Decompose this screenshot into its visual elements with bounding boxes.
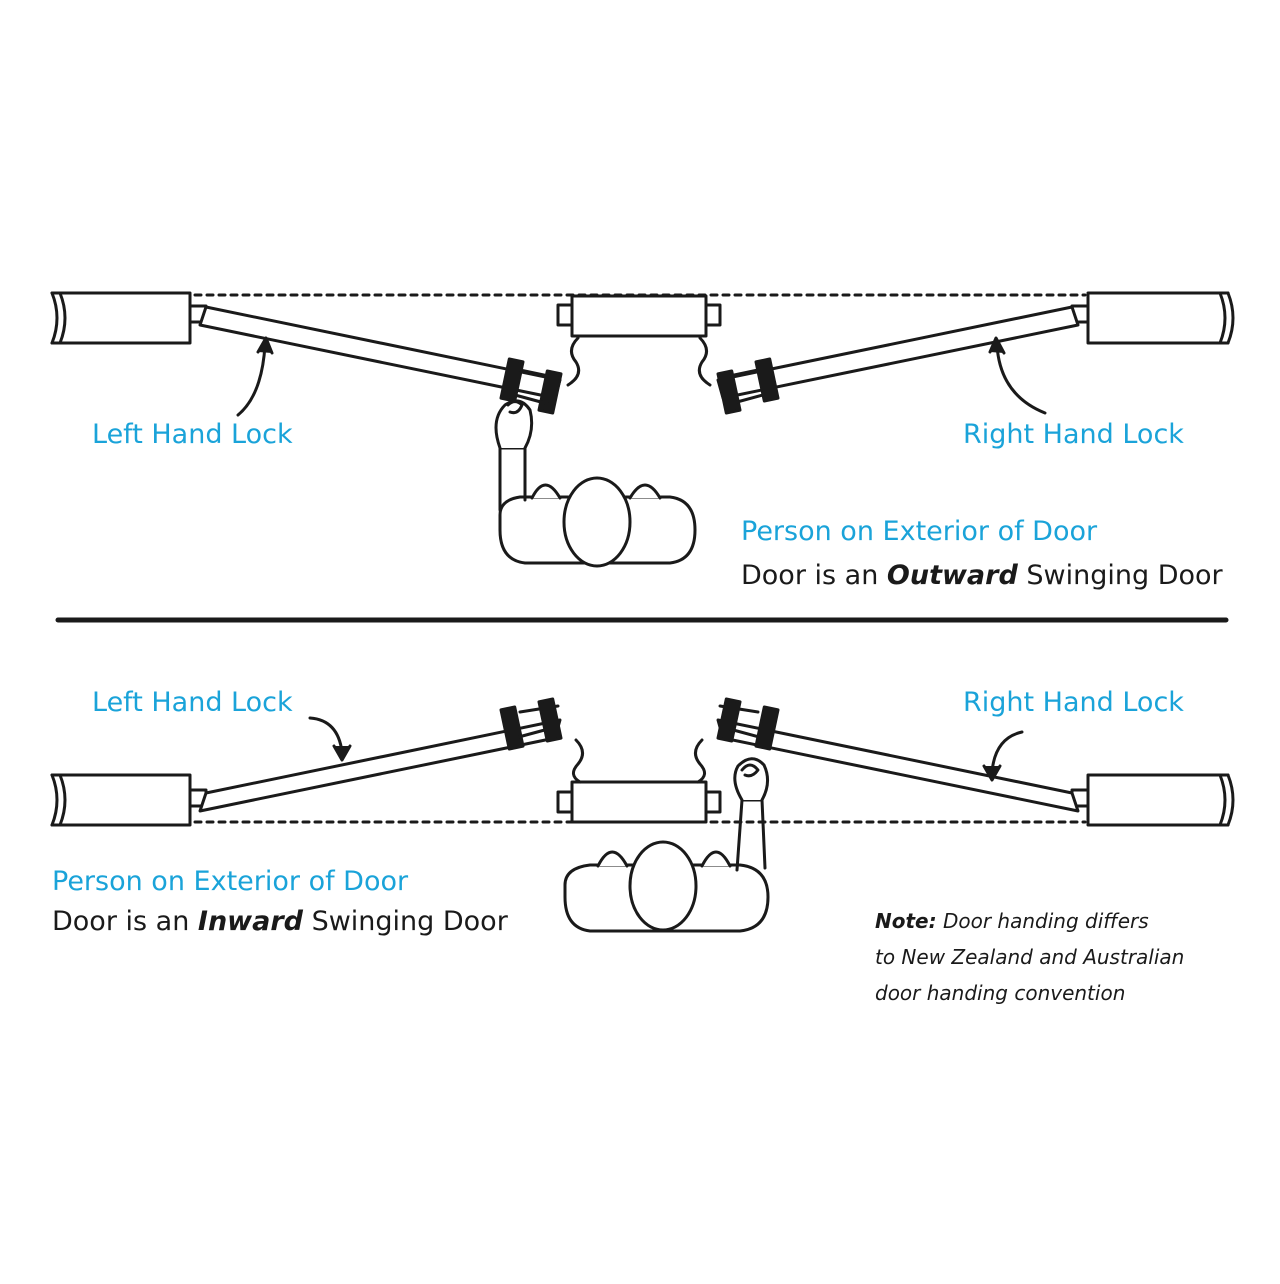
bottom-left-hand-lock-label: Left Hand Lock (92, 687, 293, 718)
bottom-left-door (198, 697, 563, 813)
top-panel-drawing (50, 291, 1235, 568)
bottom-right-hand-lock-label: Right Hand Lock (963, 687, 1184, 718)
bottom-person (563, 757, 770, 933)
top-left-hand-lock-label: Left Hand Lock (92, 419, 293, 450)
note-text-1: Door handing differs (936, 909, 1149, 933)
top-person-label: Person on Exterior of Door (741, 516, 1098, 547)
bottom-swing-emphasis: Inward (197, 906, 303, 937)
bottom-swing-suffix: Swinging Door (302, 906, 508, 937)
bottom-right-arrow (982, 730, 1024, 782)
top-left-arrow (236, 336, 274, 417)
top-right-arrow (988, 336, 1047, 415)
top-right-hand-lock-label: Right Hand Lock (963, 419, 1184, 450)
bottom-center-jamb (556, 738, 722, 824)
note-line-2: to New Zealand and Australian (875, 945, 1185, 969)
bottom-left-arrow (308, 716, 352, 762)
top-wall-right (1070, 291, 1235, 345)
bottom-panel-drawing (50, 697, 1235, 933)
top-center-jamb (556, 294, 722, 387)
bottom-right-door (716, 697, 1080, 813)
top-swing-emphasis: Outward (886, 560, 1018, 591)
top-wall-left (50, 291, 208, 345)
bottom-swing-caption: Door is an Inward Swinging Door (52, 908, 508, 935)
note-line-1: Note: Door handing differs (875, 911, 1149, 931)
top-swing-prefix: Door is an (741, 560, 887, 591)
top-left-door (198, 305, 563, 415)
bottom-wall-right (1070, 773, 1235, 827)
top-swing-suffix: Swinging Door (1017, 560, 1223, 591)
note-heading: Note: (875, 909, 937, 933)
top-swing-caption: Door is an Outward Swinging Door (741, 562, 1223, 589)
note-line-3: door handing convention (875, 981, 1126, 1005)
top-right-door (716, 305, 1080, 415)
top-person (494, 399, 697, 568)
bottom-swing-prefix: Door is an (52, 906, 198, 937)
bottom-wall-left (50, 773, 208, 827)
bottom-person-label: Person on Exterior of Door (52, 866, 409, 897)
